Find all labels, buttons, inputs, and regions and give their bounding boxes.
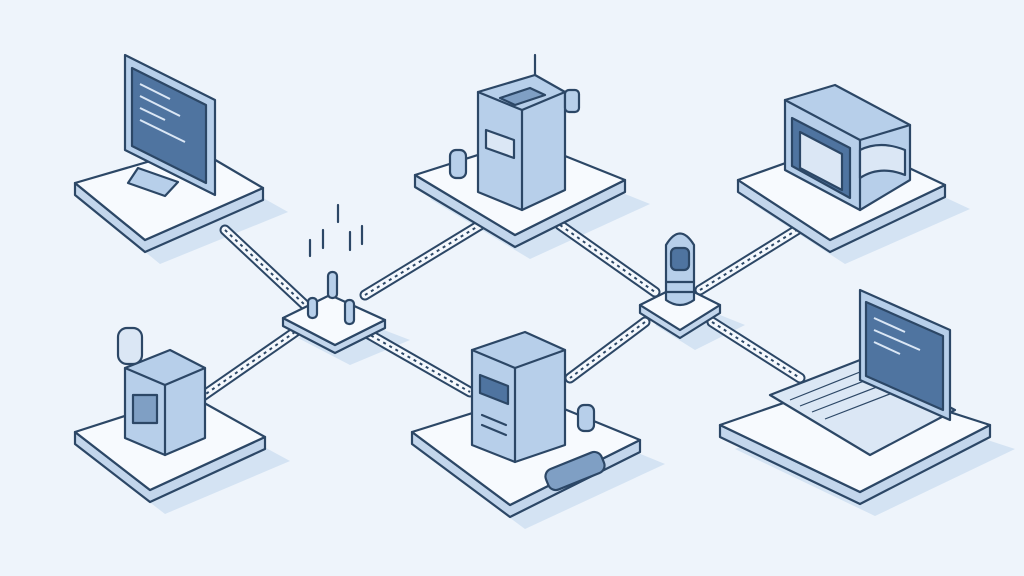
cable-icon [554, 219, 661, 298]
cable-icon [359, 326, 476, 398]
storage-box-icon [116, 326, 207, 457]
printer-icon [783, 83, 912, 212]
cable-icon [219, 224, 311, 311]
server-icon [448, 53, 581, 212]
cables [194, 216, 806, 404]
laptop-icon [768, 288, 957, 457]
server-tower-icon [470, 330, 606, 492]
cable-icon [694, 222, 806, 296]
cable-icon [359, 216, 491, 301]
connector-icon [664, 232, 696, 307]
cable-icon [194, 326, 301, 404]
cable-icon [564, 316, 651, 384]
cable-icon [706, 316, 806, 384]
monitor-icon [123, 53, 217, 198]
network-hub-icon [306, 203, 364, 326]
